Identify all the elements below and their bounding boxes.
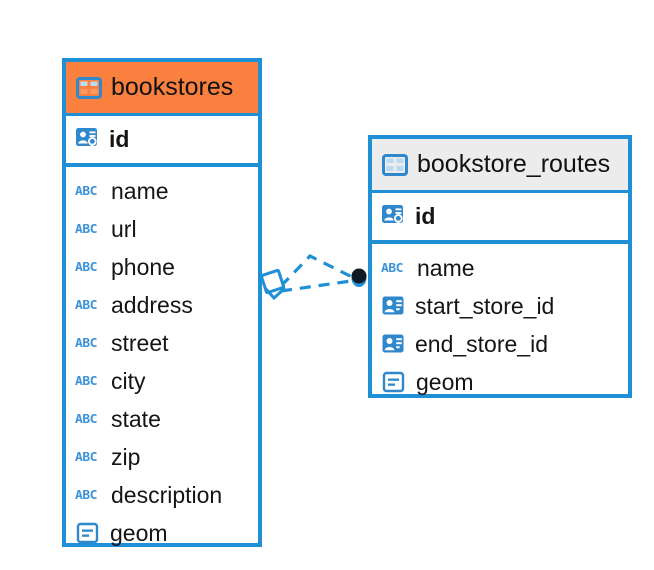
- primary-key-section-bookstores: id: [66, 113, 258, 167]
- entity-table-bookstore-routes[interactable]: bookstore_routes id ABC na: [368, 135, 632, 398]
- abc-text-icon: ABC: [75, 487, 97, 503]
- field-row-primary-key[interactable]: id: [66, 120, 258, 158]
- abc-text-icon: ABC: [381, 260, 403, 276]
- field-row-state[interactable]: ABC state: [66, 400, 258, 438]
- field-row-description[interactable]: ABC description: [66, 476, 258, 514]
- field-label: description: [111, 481, 223, 508]
- field-label: geom: [416, 368, 474, 395]
- field-label: geom: [110, 519, 168, 546]
- diamond-crowsfoot-marker: [259, 268, 287, 301]
- abc-text-icon: ABC: [75, 183, 97, 199]
- abc-text-icon: ABC: [75, 373, 97, 389]
- field-label: id: [109, 125, 130, 152]
- field-label: city: [111, 367, 146, 394]
- foreign-key-icon: [382, 296, 404, 315]
- geometry-icon: [382, 371, 405, 393]
- field-label: start_store_id: [415, 292, 555, 319]
- geometry-icon: [76, 522, 99, 544]
- table-icon: [76, 76, 102, 99]
- field-label: state: [111, 405, 161, 432]
- field-row-geom[interactable]: geom: [66, 514, 258, 552]
- field-label: url: [111, 215, 137, 242]
- primary-key-section-bookstore-routes: id: [372, 190, 628, 244]
- field-label: name: [111, 177, 169, 204]
- entity-header-bookstores[interactable]: bookstores: [66, 62, 258, 113]
- abc-text-icon: ABC: [75, 411, 97, 427]
- field-row-end-store-id[interactable]: end_store_id: [372, 325, 628, 363]
- relationship-line-upper: [279, 254, 353, 288]
- field-label: zip: [111, 443, 141, 470]
- field-row-name[interactable]: ABC name: [372, 249, 628, 287]
- field-row-geom[interactable]: geom: [372, 363, 628, 401]
- primary-key-icon: [382, 205, 403, 228]
- field-row-address[interactable]: ABC address: [66, 286, 258, 324]
- abc-text-icon: ABC: [75, 449, 97, 465]
- field-label: name: [417, 254, 475, 281]
- abc-text-icon: ABC: [75, 297, 97, 313]
- field-label: address: [111, 291, 193, 318]
- abc-text-icon: ABC: [75, 259, 97, 275]
- table-icon: [382, 153, 408, 176]
- field-row-name[interactable]: ABC name: [66, 172, 258, 210]
- filled-circle-marker: [351, 268, 367, 287]
- fields-section-bookstore-routes: ABC name start_store_id: [372, 244, 628, 408]
- field-row-zip[interactable]: ABC zip: [66, 438, 258, 476]
- foreign-key-icon: [382, 334, 404, 353]
- relationship-line-lower: [280, 279, 352, 293]
- abc-text-icon: ABC: [75, 221, 97, 237]
- field-label: end_store_id: [415, 330, 548, 357]
- field-label: street: [111, 329, 169, 356]
- field-row-city[interactable]: ABC city: [66, 362, 258, 400]
- abc-text-icon: ABC: [75, 335, 97, 351]
- fields-section-bookstores: ABC name ABC url ABC phone ABC address A…: [66, 167, 258, 559]
- field-row-street[interactable]: ABC street: [66, 324, 258, 362]
- field-row-start-store-id[interactable]: start_store_id: [372, 287, 628, 325]
- field-row-primary-key[interactable]: id: [372, 197, 628, 235]
- entity-title-label: bookstore_routes: [417, 150, 611, 178]
- field-label: id: [415, 202, 436, 229]
- field-label: phone: [111, 253, 175, 280]
- field-row-phone[interactable]: ABC phone: [66, 248, 258, 286]
- field-row-url[interactable]: ABC url: [66, 210, 258, 248]
- entity-header-bookstore-routes[interactable]: bookstore_routes: [372, 139, 628, 190]
- primary-key-icon: [76, 128, 97, 151]
- entity-table-bookstores[interactable]: bookstores id ABC: [62, 58, 262, 547]
- entity-title-label: bookstores: [111, 73, 234, 101]
